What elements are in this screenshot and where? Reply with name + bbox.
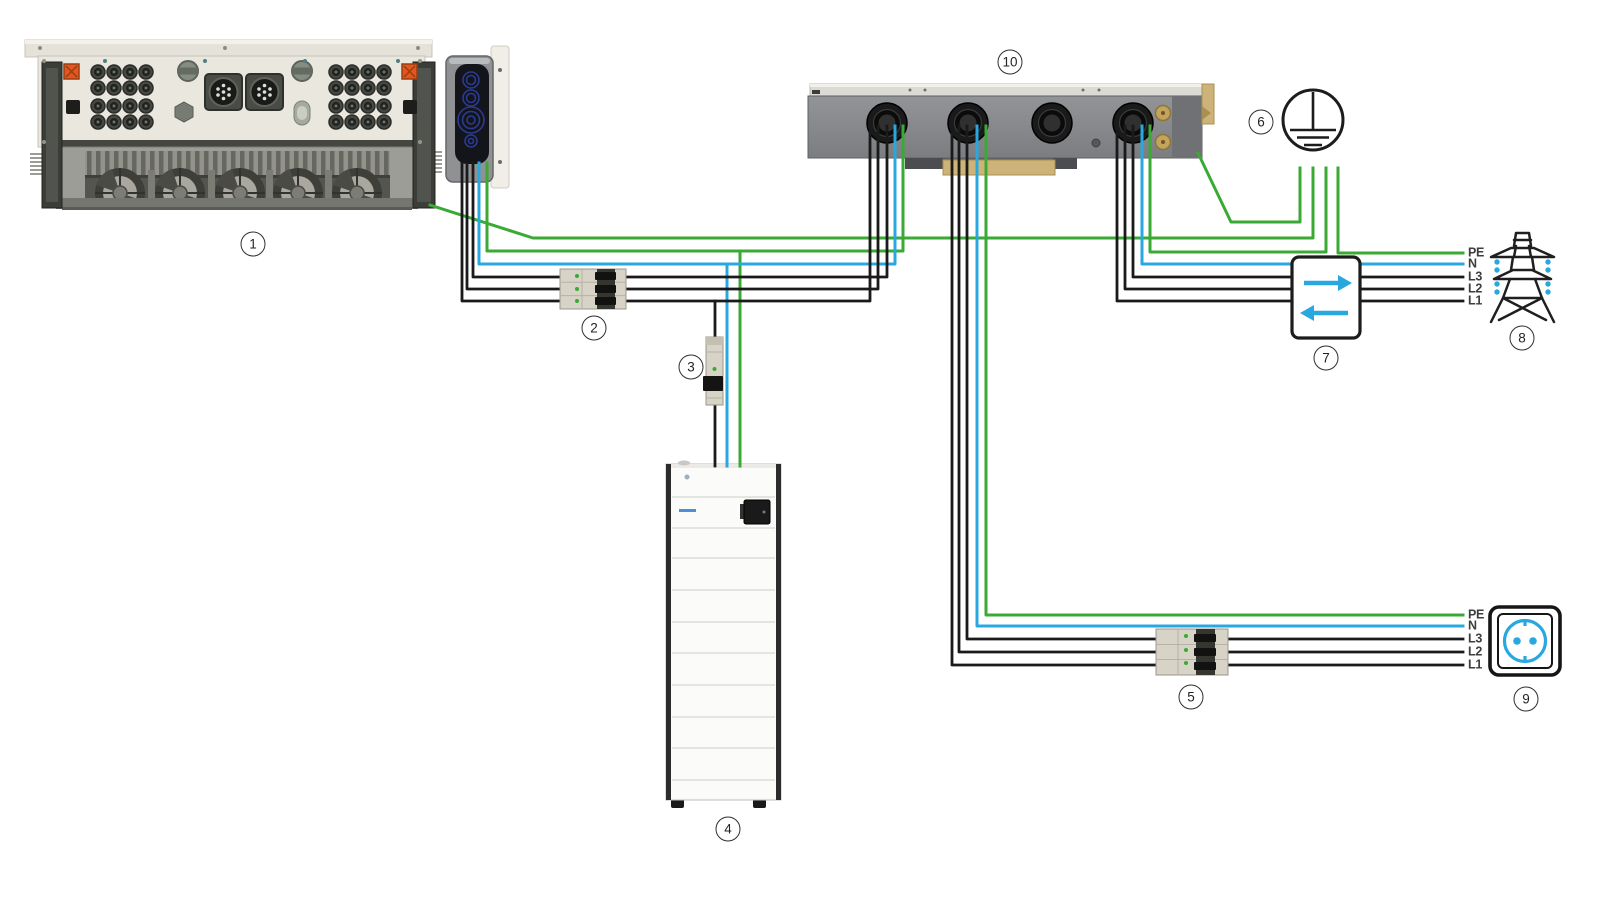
ground-studs <box>1154 104 1172 151</box>
ac-ports-icon <box>457 71 485 148</box>
ac-breaker <box>559 268 627 310</box>
l2-wire-inverter-to-backupbox <box>465 124 880 291</box>
inverter <box>24 39 442 210</box>
l2-wire-backupbox-to-loads <box>957 124 1465 654</box>
callout-inverter: 1 <box>240 231 266 257</box>
n-wire-inverter-to-backupbox <box>477 124 897 266</box>
grid-label-l3: L3 <box>1468 269 1482 284</box>
backup-socket-icon <box>1488 605 1562 677</box>
pe-wire-chassis-to-ground <box>428 166 1315 240</box>
vent-knobs <box>177 60 313 82</box>
pe-wire-ground-to-grid <box>1336 166 1465 255</box>
callout-ac-breaker: 2 <box>581 315 607 341</box>
grid-label-n: N <box>1468 256 1477 271</box>
l1-wire-backupbox-to-loads <box>950 124 1465 667</box>
callout-load-breaker: 5 <box>1178 684 1204 710</box>
load-label-l2: L2 <box>1468 644 1482 659</box>
ac-connector <box>245 73 284 111</box>
pe-wire-backupbox-to-loads <box>984 124 1465 617</box>
insulator-dots <box>1494 259 1551 295</box>
grid-label-pe: PE <box>1468 245 1485 260</box>
soc-led-bar <box>679 509 696 512</box>
load-label-n: N <box>1468 618 1477 633</box>
cable-gland <box>1031 102 1073 144</box>
battery-fuse <box>703 336 724 406</box>
grid-label-l2: L2 <box>1468 281 1482 296</box>
callout-ground: 6 <box>1248 109 1274 135</box>
battery-stack <box>665 460 782 808</box>
pe-wire-backupbox-to-ground <box>1148 124 1328 254</box>
power-grid-icon <box>1489 231 1556 324</box>
vent-hex <box>174 101 194 123</box>
n-wire-backupbox-to-loads <box>975 124 1465 628</box>
l3-wire-backupbox-to-loads <box>965 124 1465 641</box>
power-meter-icon <box>1290 255 1362 340</box>
callout-grid: 8 <box>1509 325 1535 351</box>
earth-ground-icon <box>1281 88 1345 152</box>
callout-meter: 7 <box>1313 345 1339 371</box>
callout-socket: 9 <box>1513 686 1539 712</box>
inverter-ac-port-panel <box>445 45 510 189</box>
ac-connector <box>204 73 243 111</box>
wiring <box>428 124 1465 667</box>
load-label-l1: L1 <box>1468 657 1482 672</box>
l3-wire-inverter-to-backupbox <box>471 124 889 279</box>
callout-backup-box: 10 <box>997 49 1023 75</box>
pe-wire-box-chassis-to-ground <box>1195 150 1302 224</box>
callout-battery: 4 <box>715 816 741 842</box>
pe-wire-inverter-to-backupbox <box>485 124 905 253</box>
backup-box <box>807 83 1215 176</box>
load-breaker <box>1155 628 1229 676</box>
callout-battery-fuse: 3 <box>678 354 704 380</box>
battery-connector-box <box>743 499 771 525</box>
dc-switch-icon <box>63 63 418 80</box>
cooling-fans <box>94 167 383 198</box>
grid-label-l1: L1 <box>1468 293 1482 308</box>
module-seams <box>672 496 775 781</box>
load-label-l3: L3 <box>1468 631 1482 646</box>
load-label-pe: PE <box>1468 607 1485 622</box>
status-led <box>684 474 690 480</box>
l1-wire-inverter-to-backupbox <box>460 124 872 303</box>
